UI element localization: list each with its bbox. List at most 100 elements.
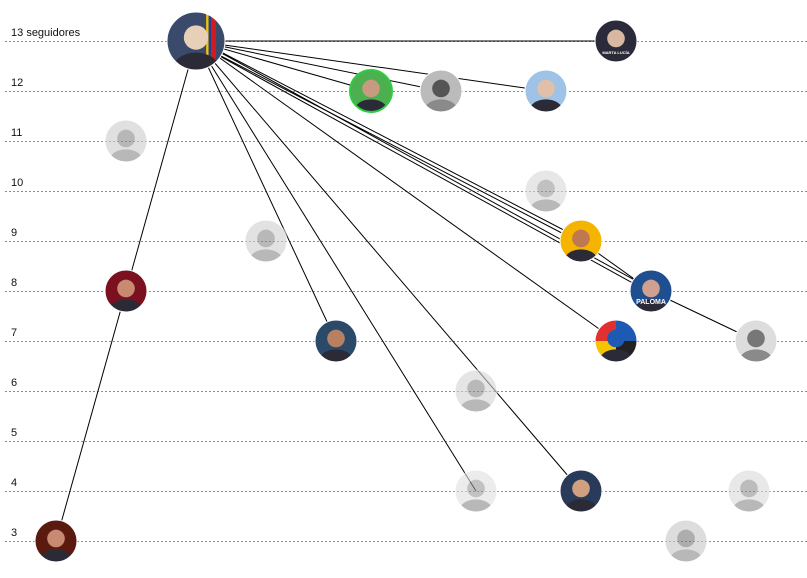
avatar-n13[interactable] (594, 319, 638, 373)
connection-line (195, 40, 547, 92)
portrait-head-icon (740, 479, 758, 498)
y-axis-level-label: 4 (11, 477, 17, 489)
portrait-body-icon (424, 99, 458, 112)
avatar-border (594, 319, 638, 363)
portrait-body-icon (739, 349, 773, 362)
avatar-n9[interactable] (559, 219, 603, 273)
avatar-n10[interactable] (104, 269, 148, 323)
portrait-head-icon (117, 129, 135, 148)
portrait-head-icon (607, 329, 625, 348)
avatar-n2[interactable]: MARTA LUCÍA (594, 19, 638, 73)
avatar-border (524, 169, 568, 213)
avatar-n1[interactable] (166, 11, 226, 85)
avatar-n12[interactable] (314, 319, 358, 373)
connection-line (195, 40, 442, 92)
avatar-border (454, 469, 498, 513)
portrait-head-icon (537, 179, 555, 198)
level-number: 3 (11, 527, 18, 539)
connection-line (195, 40, 477, 492)
avatar-n6[interactable] (104, 119, 148, 173)
portrait-body-icon (599, 49, 633, 62)
avatar-badge-text: PALOMA (636, 299, 666, 306)
connection-line (195, 40, 582, 492)
avatar-border (559, 219, 603, 263)
level-number: 5 (11, 427, 18, 439)
avatar-n5[interactable] (524, 69, 568, 122)
portrait-body-icon (599, 349, 633, 362)
avatar-n17[interactable] (559, 469, 603, 523)
level-unit: seguidores (26, 27, 81, 39)
portrait-body-icon (354, 99, 388, 112)
portrait-head-icon (607, 29, 625, 48)
avatar-n7[interactable] (524, 169, 568, 223)
avatar-border (244, 219, 288, 263)
avatar-n19[interactable] (664, 519, 708, 573)
connection-line (125, 40, 197, 292)
avatar-border (419, 69, 463, 113)
portrait-body-icon (459, 399, 493, 412)
level-number: 4 (11, 477, 18, 489)
portrait-head-icon (677, 529, 695, 548)
level-number: 11 (11, 127, 23, 139)
avatar-n15[interactable] (454, 369, 498, 423)
portrait-head-icon (572, 479, 590, 498)
portrait-body-icon (529, 99, 563, 112)
portrait-head-icon (467, 479, 485, 498)
avatar-n14[interactable] (734, 319, 778, 373)
avatar-n18[interactable] (727, 469, 771, 523)
level-number: 12 (11, 77, 24, 89)
avatar-border (594, 19, 638, 63)
y-axis-level-label: 9 (11, 227, 17, 239)
portrait-head-icon (537, 79, 555, 98)
avatar-border (104, 119, 148, 163)
avatar-n11[interactable]: PALOMA (629, 269, 673, 323)
portrait-head-icon (432, 79, 450, 98)
portrait-body-icon (459, 499, 493, 512)
avatar-border (734, 319, 778, 363)
y-axis-level-label: 8 (11, 277, 17, 289)
y-axis-level-label: 3 (11, 527, 17, 539)
portrait-body-icon (319, 349, 353, 362)
level-number: 9 (11, 227, 18, 239)
connection-line (195, 40, 372, 92)
avatar-border (104, 269, 148, 313)
connection-line (195, 42, 582, 244)
y-axis-level-label: 11 (11, 127, 22, 139)
avatar-n4[interactable] (419, 69, 463, 122)
portrait-body-icon (634, 299, 668, 312)
flag-stripe (210, 12, 216, 70)
level-number: 8 (11, 277, 18, 289)
level-number: 13 (11, 27, 24, 39)
level-number: 6 (11, 377, 18, 389)
avatar-border (34, 519, 78, 563)
portrait-body-icon (564, 499, 598, 512)
y-axis-level-label: 5 (11, 427, 17, 439)
y-axis-level-label: 10 (11, 177, 23, 189)
avatar-border (314, 319, 358, 363)
avatar-border (349, 69, 393, 113)
avatar-border (166, 11, 226, 71)
y-axis-level-label: 6 (11, 377, 17, 389)
avatar-border (664, 519, 708, 563)
portrait-head-icon (257, 229, 275, 248)
avatar-n20[interactable] (34, 519, 78, 573)
portrait-body-icon (564, 249, 598, 262)
portrait-body-icon (109, 149, 143, 162)
avatar-n16[interactable] (454, 469, 498, 523)
avatar-n3[interactable] (349, 69, 393, 122)
portrait-head-icon (467, 379, 485, 398)
avatar-n8[interactable] (244, 219, 288, 273)
avatar-border (524, 69, 568, 113)
portrait-body-icon (39, 549, 73, 562)
portrait-head-icon (642, 279, 660, 298)
portrait-head-icon (747, 329, 765, 348)
avatar-badge-text: MARTA LUCÍA (602, 50, 629, 55)
y-axis-level-label: 12 (11, 77, 23, 89)
level-number: 10 (11, 177, 24, 189)
portrait-body-icon (109, 299, 143, 312)
connection-line (195, 40, 617, 342)
connection-line (55, 290, 127, 542)
avatars: MARTA LUCÍA PALOMA (34, 11, 778, 573)
